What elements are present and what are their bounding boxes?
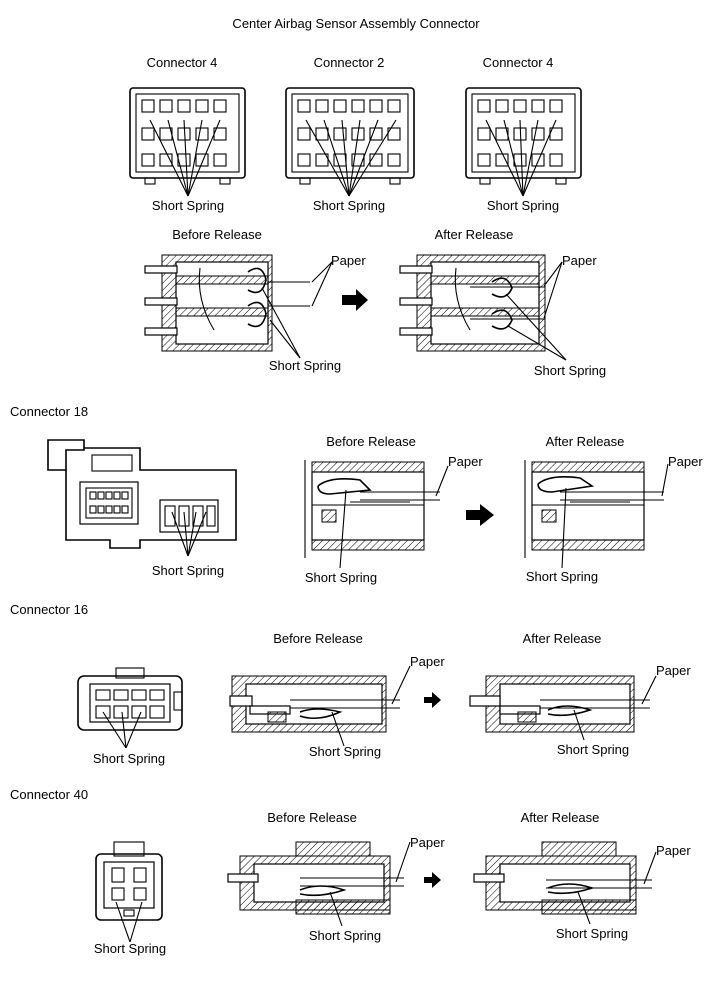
connector-40-before-paper-label: Paper [410, 835, 445, 850]
connector-4-right-front-view [465, 87, 582, 197]
connector-16-front-spring-label: Short Spring [92, 751, 166, 766]
connector-16-after-release-view [469, 675, 650, 733]
top-after-release-label: After Release [434, 227, 514, 242]
connector-18-before-paper-label: Paper [448, 454, 483, 469]
connector-18-before-release-label: Before Release [326, 434, 416, 449]
top-spring-label-right: Short Spring [486, 198, 560, 213]
connector-40-before-pointer-lines [329, 841, 411, 927]
top-after-paper-label: Paper [562, 253, 597, 268]
top-after-release-section-view [399, 254, 546, 352]
connector-4-left-front-view [129, 87, 246, 197]
connector-18-after-release-view [524, 460, 664, 558]
connector-40-front-view [95, 841, 163, 943]
top-connector-label-middle: Connector 2 [313, 55, 385, 70]
connector-16-after-pointer-lines [573, 675, 657, 741]
top-connector-label-left: Connector 4 [146, 55, 218, 70]
connector-40-right-arrow [424, 872, 441, 888]
connector-16-before-release-view [229, 675, 400, 733]
top-connector-label-right: Connector 4 [482, 55, 554, 70]
connector-16-before-pointer-lines [331, 665, 411, 747]
top-before-release-section-view [144, 254, 310, 352]
connector-18-right-arrow [466, 504, 494, 526]
connector-18-after-paper-label: Paper [668, 454, 703, 469]
connector-40-after-pointer-lines [577, 851, 657, 925]
top-before-paper-label: Paper [331, 253, 366, 268]
connector-16-after-paper-label: Paper [656, 663, 691, 678]
connector-18-front-spring-label: Short Spring [151, 563, 225, 578]
connector-2-front-view [285, 87, 415, 197]
connector-16-before-spring-label: Short Spring [308, 744, 382, 759]
connector-40-before-spring-label: Short Spring [308, 928, 382, 943]
connector-40-after-release-view [473, 841, 652, 915]
connector-18-front-view [47, 439, 237, 557]
connector-18-label: Connector 18 [10, 404, 89, 419]
connector-40-after-release-label: After Release [520, 810, 600, 825]
diagram-title: Center Airbag Sensor Assembly Connector [232, 16, 480, 31]
connector-18-before-release-view [304, 460, 440, 558]
top-before-spring-label: Short Spring [268, 358, 342, 373]
connector-18-after-spring-label: Short Spring [525, 569, 599, 584]
connector-16-before-paper-label: Paper [410, 654, 445, 669]
connector-40-after-spring-label: Short Spring [555, 926, 629, 941]
connector-16-after-release-label: After Release [522, 631, 602, 646]
connector-16-label: Connector 16 [10, 602, 89, 617]
connector-40-label: Connector 40 [10, 787, 89, 802]
connector-18-after-release-label: After Release [545, 434, 625, 449]
connector-18-after-pointer-lines [561, 463, 669, 569]
top-after-spring-label: Short Spring [533, 363, 607, 378]
top-spring-label-middle: Short Spring [312, 198, 386, 213]
connector-18-before-pointer-lines [339, 465, 449, 569]
connector-16-before-release-label: Before Release [273, 631, 363, 646]
connector-16-after-spring-label: Short Spring [556, 742, 630, 757]
top-before-pointer-lines [261, 261, 333, 359]
top-right-arrow [342, 289, 368, 311]
top-before-release-label: Before Release [172, 227, 262, 242]
connector-18-before-spring-label: Short Spring [304, 570, 378, 585]
connector-16-front-view [77, 667, 183, 749]
connector-40-after-paper-label: Paper [656, 843, 691, 858]
connector-40-before-release-view [227, 841, 404, 915]
connector-16-right-arrow [424, 692, 441, 708]
connector-40-front-spring-label: Short Spring [93, 941, 167, 956]
top-after-pointer-lines [505, 261, 567, 361]
connector-40-before-release-label: Before Release [267, 810, 357, 825]
top-spring-label-left: Short Spring [151, 198, 225, 213]
